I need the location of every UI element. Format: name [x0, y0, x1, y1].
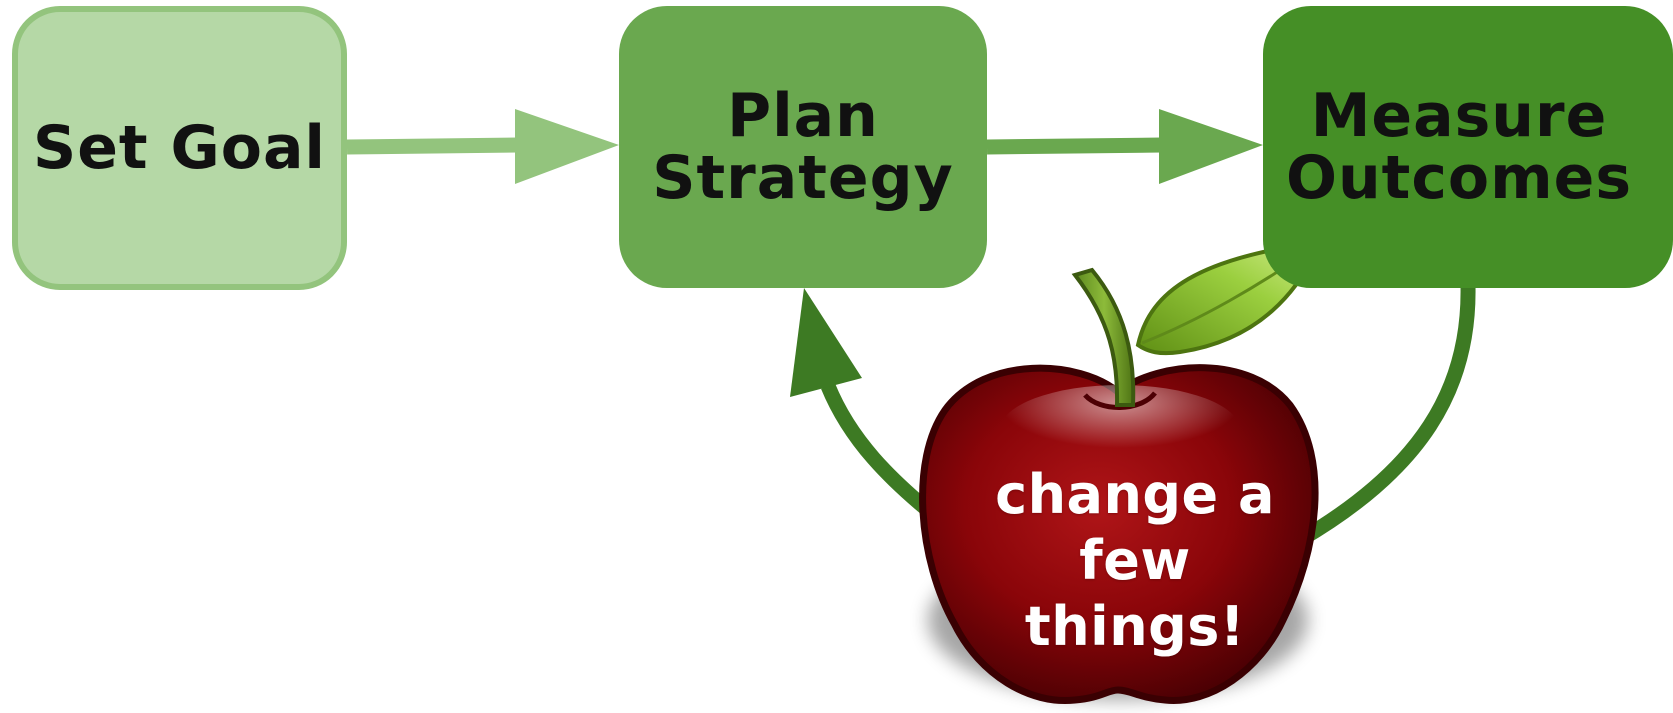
step-measure-outcomes: Measure Outcomes — [1263, 6, 1673, 288]
arrow-goal-to-plan — [346, 109, 619, 184]
step-set-goal-label: Set Goal — [33, 112, 326, 183]
step-set-goal: Set Goal — [12, 6, 347, 290]
step-plan-strategy: Plan Strategy — [619, 6, 987, 288]
step-plan-strategy-label: Plan Strategy — [652, 80, 954, 213]
step-measure-outcomes-label: Measure Outcomes — [1285, 80, 1633, 213]
arrow-plan-to-measure — [986, 109, 1263, 184]
apple-icon — [919, 239, 1324, 705]
feedback-label: change a few things! — [995, 463, 1275, 658]
